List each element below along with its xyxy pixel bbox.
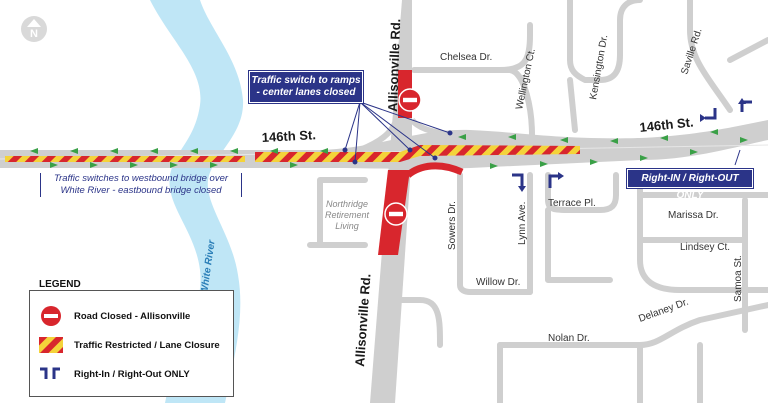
label-sowers: Sowers Dr. [447, 201, 458, 250]
label-lindsey: Lindsey Ct. [680, 242, 730, 253]
callout-right-in-out-text: Right-IN / Right-OUT ONLY [641, 173, 739, 201]
legend-row-road-closed: Road Closed - Allisonville [38, 305, 190, 327]
callout-ramps-text: Traffic switch to ramps - center lanes c… [251, 75, 361, 98]
label-146th-east: 146th St. [639, 114, 694, 135]
road-closed-icon [384, 202, 408, 226]
label-delaney: Delaney Dr. [637, 297, 690, 325]
legend-row-right-in-out: Right-In / Right-Out ONLY [38, 363, 190, 385]
label-allisonville-south: Allisonville Rd. [352, 273, 373, 367]
lane-closure-swatch-icon [38, 334, 64, 356]
label-allisonville-north: Allisonville Rd. [385, 18, 403, 112]
callout-right-in-out: Right-IN / Right-OUT ONLY [627, 169, 753, 201]
callout-ramps: Traffic switch to ramps - center lanes c… [249, 71, 363, 103]
callout-pointers [342, 101, 741, 166]
ramp-ne [409, 117, 471, 138]
bridge-note: Traffic switches to westbound bridge ove… [40, 173, 242, 197]
label-chelsea: Chelsea Dr. [440, 52, 492, 63]
traffic-arrows [30, 129, 748, 169]
label-146th-west: 146th St. [261, 127, 316, 145]
north-arrow-icon: N [21, 16, 47, 42]
label-marissa: Marissa Dr. [668, 210, 719, 221]
legend-road-closed-label: Road Closed - Allisonville [74, 310, 191, 322]
label-lynn: Lynn Ave. [517, 202, 528, 245]
label-willow: Willow Dr. [476, 277, 520, 288]
bridge-closure-hatch [5, 156, 245, 162]
ramp-closure-se [405, 162, 464, 178]
label-kensington: Kensington Dr. [588, 34, 610, 101]
legend-lane-closure-label: Traffic Restricted / Lane Closure [74, 339, 220, 351]
road-closed-icon [398, 88, 422, 112]
road-closed-icon [38, 305, 64, 327]
side-streets [307, 0, 768, 403]
bridge-note-text: Traffic switches to westbound bridge ove… [53, 173, 229, 196]
center-closure-hatch [255, 145, 580, 162]
svg-text:N: N [30, 28, 38, 40]
right-in-right-out-icon [512, 98, 752, 192]
label-samoa: Samoa St. [733, 255, 744, 302]
label-terrace: Terrace Pl. [548, 198, 596, 209]
northridge-label: Northridge Retirement Living [324, 199, 369, 231]
legend: LEGEND Road Closed - Allisonville Traffi… [29, 279, 234, 397]
label-nolan: Nolan Dr. [548, 333, 590, 344]
legend-row-lane-closure: Traffic Restricted / Lane Closure [38, 334, 220, 356]
legend-title: LEGEND [37, 279, 83, 290]
legend-right-in-out-label: Right-In / Right-Out ONLY [74, 368, 190, 380]
right-in-right-out-icon [38, 363, 64, 385]
